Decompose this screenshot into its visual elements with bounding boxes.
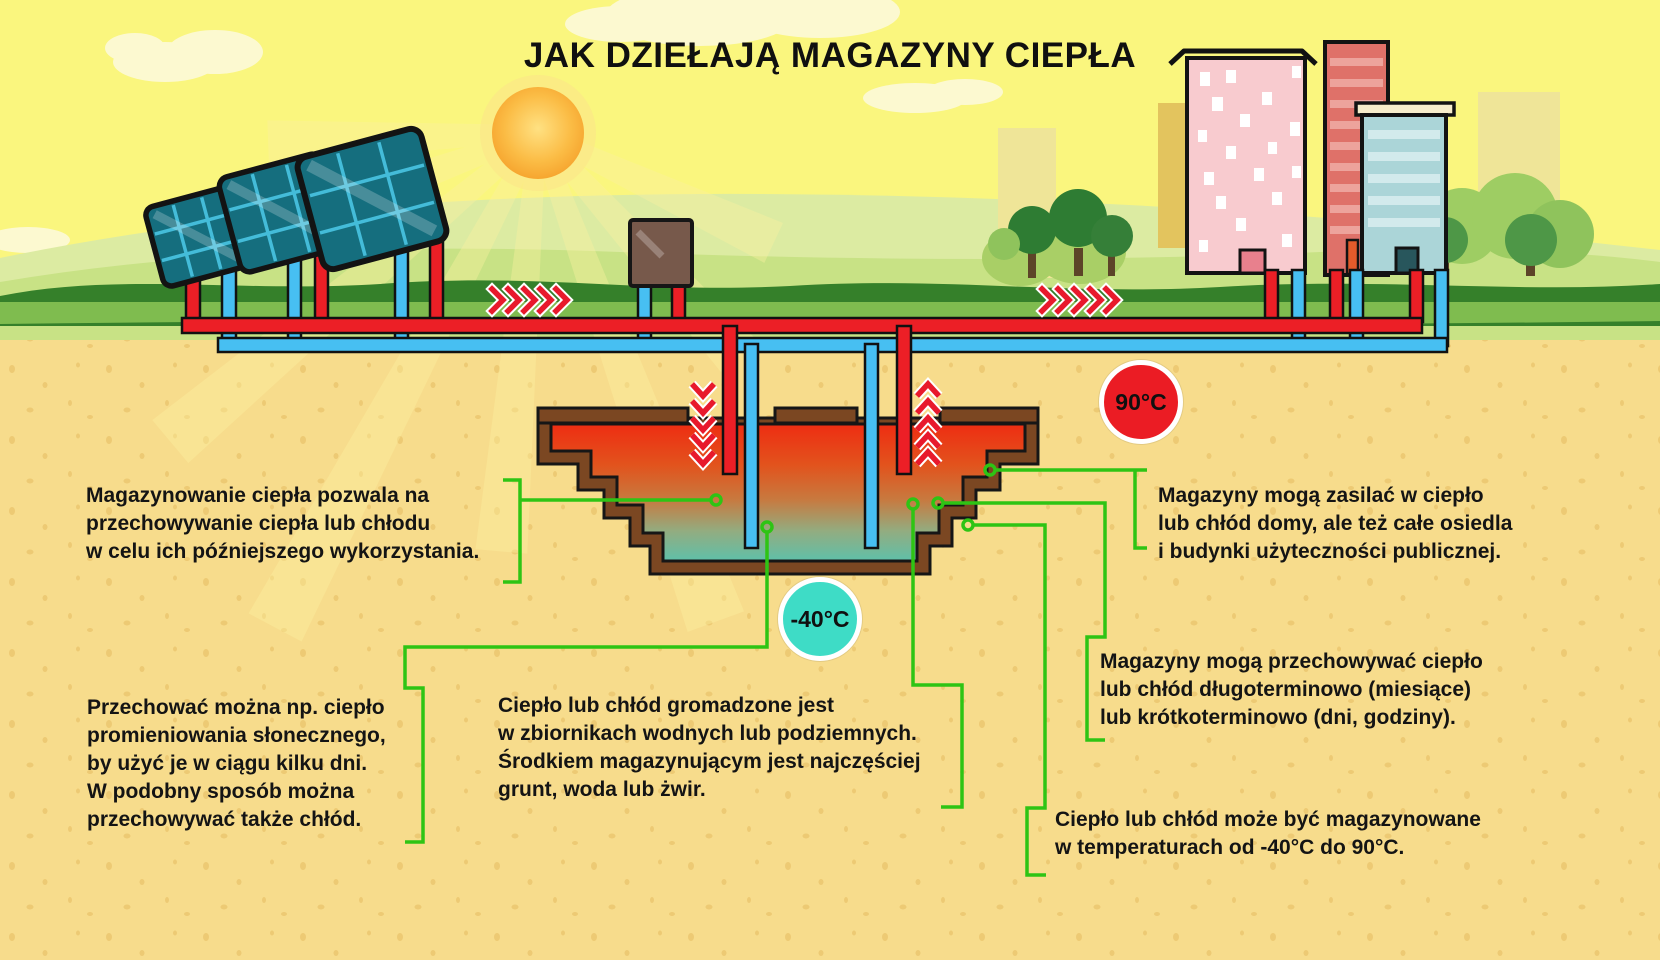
cold-pipe-main — [216, 336, 1449, 354]
hot-temperature-value: 90°C — [1115, 388, 1167, 415]
door — [1238, 248, 1267, 275]
callout-lines — [403, 463, 1147, 877]
charge-arrows-down-icon — [688, 380, 718, 472]
tree-group-left — [982, 189, 1133, 286]
callout-definition — [503, 478, 723, 584]
annotation-heat-supply: Magazyny mogą zasilać w ciepło lub chłód… — [1158, 484, 1513, 563]
tank-pipes — [721, 324, 913, 550]
control-box — [628, 218, 694, 288]
solar-panel-icon — [294, 125, 450, 273]
tank-lid — [938, 406, 1040, 425]
annotation-solar-heat: Przechować można np. ciepło promieniowan… — [87, 696, 386, 831]
annotation-storage-medium: Ciepło lub chłód gromadzone jest w zbior… — [498, 694, 921, 801]
annotation-storage-definition: Magazynowanie ciepła pozwala na przechow… — [86, 484, 480, 563]
temperature-badge-hot: 90°C — [1099, 360, 1183, 444]
temperature-badge-cold: -40°C — [778, 577, 862, 661]
callout-solar — [403, 520, 774, 844]
door — [1394, 246, 1420, 275]
building-pink — [1185, 56, 1307, 275]
annotation-temperature-range: Ciepło lub chłód może być magazynowane w… — [1055, 808, 1481, 859]
hot-pipe-main — [180, 316, 1424, 335]
callout-range — [961, 518, 1047, 877]
cold-temperature-value: -40°C — [790, 605, 850, 632]
callout-supply — [983, 463, 1147, 550]
tank-lid — [536, 406, 690, 425]
building-teal — [1354, 101, 1456, 275]
callout-duration — [931, 496, 1107, 742]
callout-medium — [906, 497, 964, 809]
discharge-arrows-up-icon — [913, 376, 943, 468]
heat-flow-arrows-right-icon — [485, 282, 574, 318]
hot-pipes — [180, 230, 1425, 335]
infographic-title: JAK DZIEŁAJĄ MAGAZYNY CIEPŁA — [523, 36, 1137, 75]
tank-lid — [773, 406, 859, 425]
roof-line — [1168, 48, 1318, 66]
annotation-storage-duration: Magazyny mogą przechowywać ciepło lub ch… — [1100, 650, 1483, 729]
heat-flow-arrows-right-icon — [1035, 282, 1124, 318]
